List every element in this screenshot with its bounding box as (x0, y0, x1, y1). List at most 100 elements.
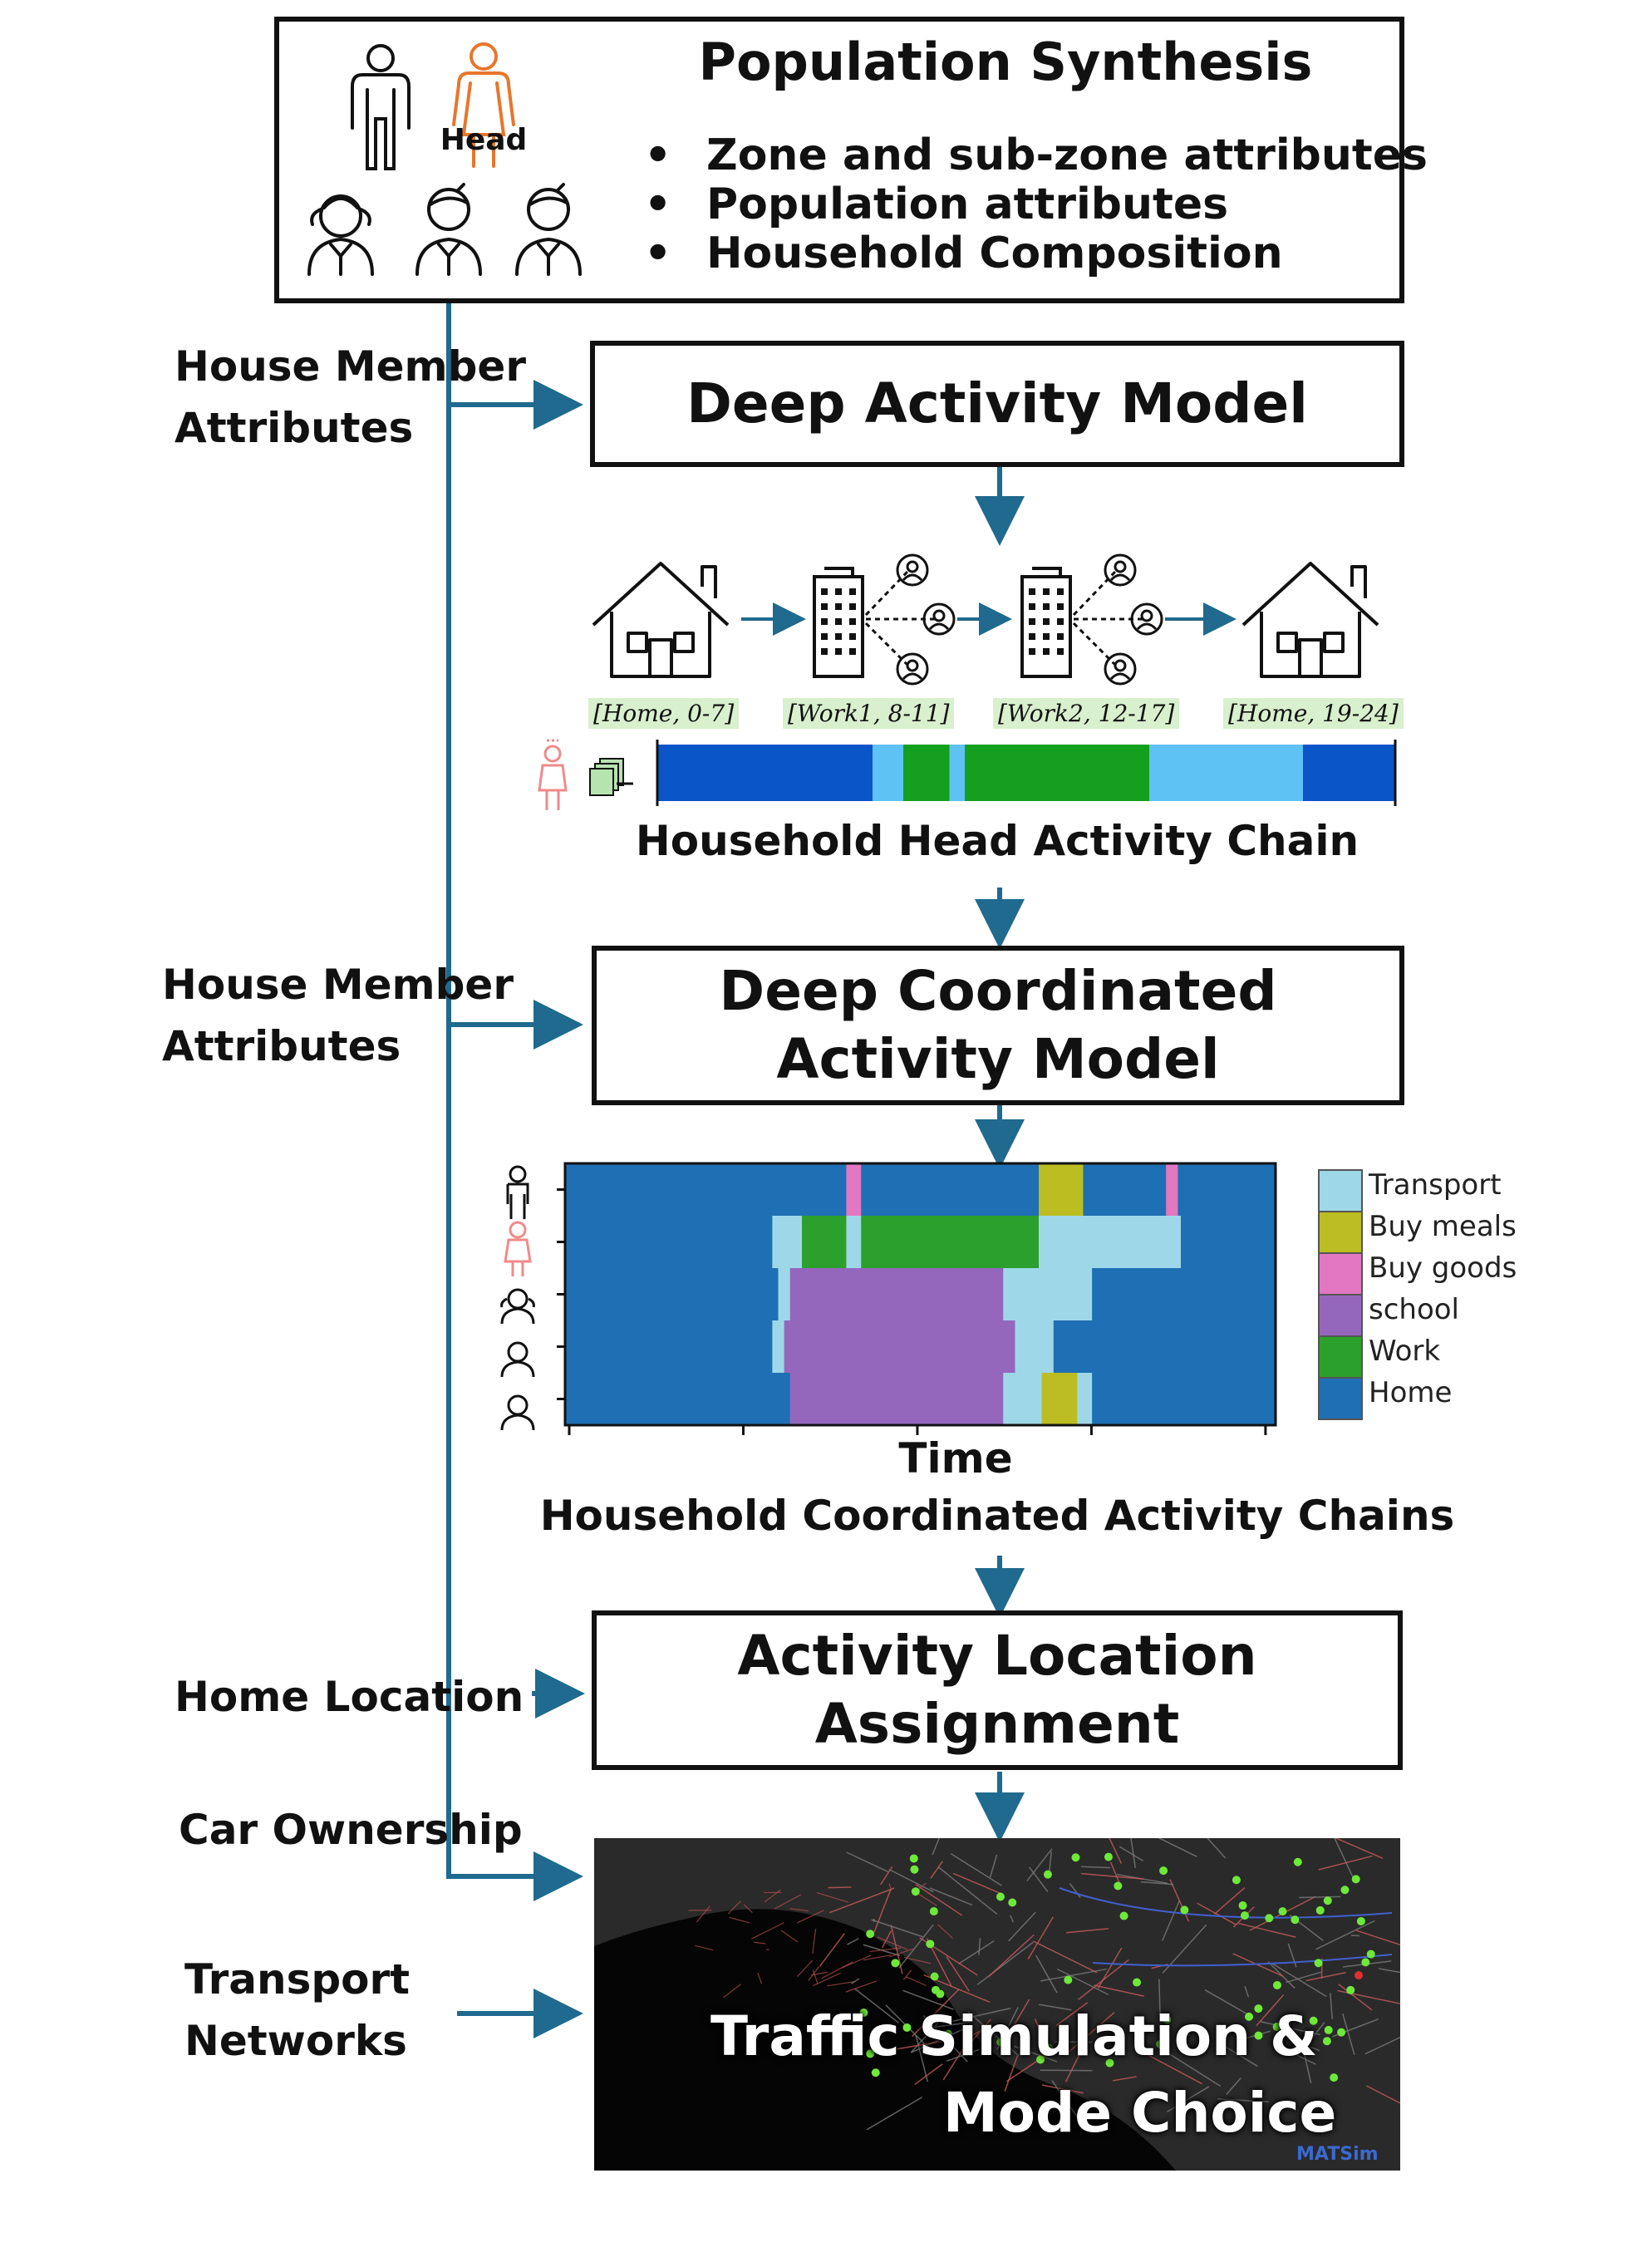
map-road (1066, 2012, 1115, 2054)
heatmap-cell-member-2-head-home (1181, 1216, 1276, 1269)
map-road (1004, 2055, 1019, 2092)
legend-label-buy-goods: Buy goods (1369, 1251, 1517, 1285)
map-road (912, 1989, 960, 2038)
legend-label-school: school (1369, 1293, 1460, 1326)
home-icon (592, 562, 730, 678)
heatmap-cell-member-2-head-work (802, 1216, 847, 1269)
map-agent-dot (1240, 1911, 1249, 1920)
map-road (881, 1930, 892, 1949)
map-road (846, 1851, 889, 1873)
map-road (873, 1890, 892, 1933)
adult-person-icon (351, 44, 411, 170)
map-agent-dot (996, 2038, 1005, 2047)
heatmap-cell-member-1-home (1178, 1163, 1276, 1217)
household-head-icon (504, 1221, 532, 1276)
map-road (1109, 1838, 1123, 1864)
deep-coordinated-model-box: Deep Coordinated Activity Model (592, 946, 1404, 1105)
member-icons-column (500, 1165, 535, 1431)
map-agent-dot (1355, 1971, 1363, 1979)
map-land (594, 1838, 1400, 2171)
map-road (1305, 2022, 1325, 2047)
map-road (1204, 1989, 1254, 2018)
home-icon (1241, 562, 1379, 678)
map-road (1350, 1935, 1359, 1937)
heatmap-cell-member-4-home (1053, 1320, 1276, 1374)
map-road (1355, 1930, 1400, 1946)
map-road (888, 1883, 892, 1891)
child-boy-icon (500, 1341, 535, 1378)
map-agent-dot (902, 2023, 912, 2032)
map-road (910, 2022, 939, 2053)
bullet-zone-attributes: Zone and sub-zone attributes (644, 131, 1428, 181)
household-head-chain-caption: Household Head Activity Chain (635, 817, 1359, 865)
map-road (946, 2048, 980, 2062)
map-road (905, 1976, 927, 1986)
map-road (1276, 2044, 1316, 2065)
map-transit-line (1092, 1954, 1393, 1967)
heatmap-cell-member-1-home (1083, 1163, 1167, 1217)
map-road (1305, 1972, 1346, 1982)
map-road (1197, 1902, 1237, 1925)
legend-swatches (1318, 1169, 1363, 1420)
map-agent-dot (1036, 2055, 1045, 2064)
office-building-icon (1020, 567, 1072, 678)
map-road (1109, 1861, 1120, 1883)
map-road (1256, 1994, 1285, 2027)
heatmap-cell-member-4-transport (1015, 1320, 1055, 1374)
child-boy-icon (515, 183, 582, 276)
map-road (897, 2038, 954, 2050)
map-road (1094, 1984, 1144, 1997)
heatmap-cell-member-3-school (789, 1268, 1004, 1321)
map-agent-dot (1254, 2004, 1263, 2013)
child-girl-icon (500, 1288, 535, 1325)
map-road (988, 1934, 1035, 1978)
activity-label-home-end: [Home, 19-24] (1223, 698, 1404, 729)
activity-chain-icons (592, 553, 1379, 686)
map-road (1299, 1895, 1341, 1899)
map-road (819, 1933, 845, 1967)
map-road (1294, 2040, 1320, 2052)
map-agent-dot (1309, 2016, 1318, 2025)
map-road (729, 1916, 750, 1924)
map-road (1033, 1940, 1098, 1974)
heatmap-cell-member-1-buy-goods (846, 1163, 862, 1217)
heatmap-cell-member-2-head-transport (1039, 1216, 1182, 1269)
map-road (938, 1866, 998, 1915)
map-road (780, 1930, 799, 1943)
map-road (952, 1872, 1002, 1895)
map-road (871, 1919, 923, 1938)
map-agent-dot (1180, 1905, 1189, 1915)
chain-segment-home (1303, 745, 1395, 801)
map-road (774, 1894, 802, 1910)
legend-label-work: Work (1369, 1335, 1441, 1368)
map-road (958, 1940, 995, 1965)
map-road (1038, 2004, 1072, 2011)
map-road (797, 1959, 814, 1977)
map-road (932, 1838, 940, 1856)
heatmap-cell-member-4-home (565, 1320, 773, 1374)
map-road (757, 1973, 763, 1984)
map-road (1028, 1866, 1049, 1893)
map-road (863, 1954, 892, 1961)
traffic-simulation-panel: Traffic Simulation & Mode Choice MATSim (594, 1838, 1400, 2171)
map-road (828, 1886, 852, 1889)
map-road (812, 1943, 814, 1954)
child-boy-icon (415, 183, 482, 276)
map-road (695, 1945, 714, 1951)
map-agent-dot (996, 1892, 1005, 1901)
map-agent-dot (929, 1907, 938, 1916)
map-agent-dot (936, 1989, 945, 1999)
map-road (827, 1981, 855, 1987)
map-agent-dot (909, 1854, 918, 1863)
map-agent-dot (1272, 2023, 1281, 2032)
map-road (722, 1984, 741, 1999)
map-agent-dot (871, 2068, 880, 2077)
map-road (845, 1980, 878, 1993)
map-road (1069, 1883, 1081, 1898)
map-road (1140, 1881, 1174, 1886)
map-road (964, 2018, 991, 2050)
map-agent-dot (859, 2009, 868, 2018)
map-road (754, 1941, 766, 1945)
map-road (869, 1947, 902, 1953)
heatmap-cell-member-2-head-work (861, 1216, 1040, 1269)
